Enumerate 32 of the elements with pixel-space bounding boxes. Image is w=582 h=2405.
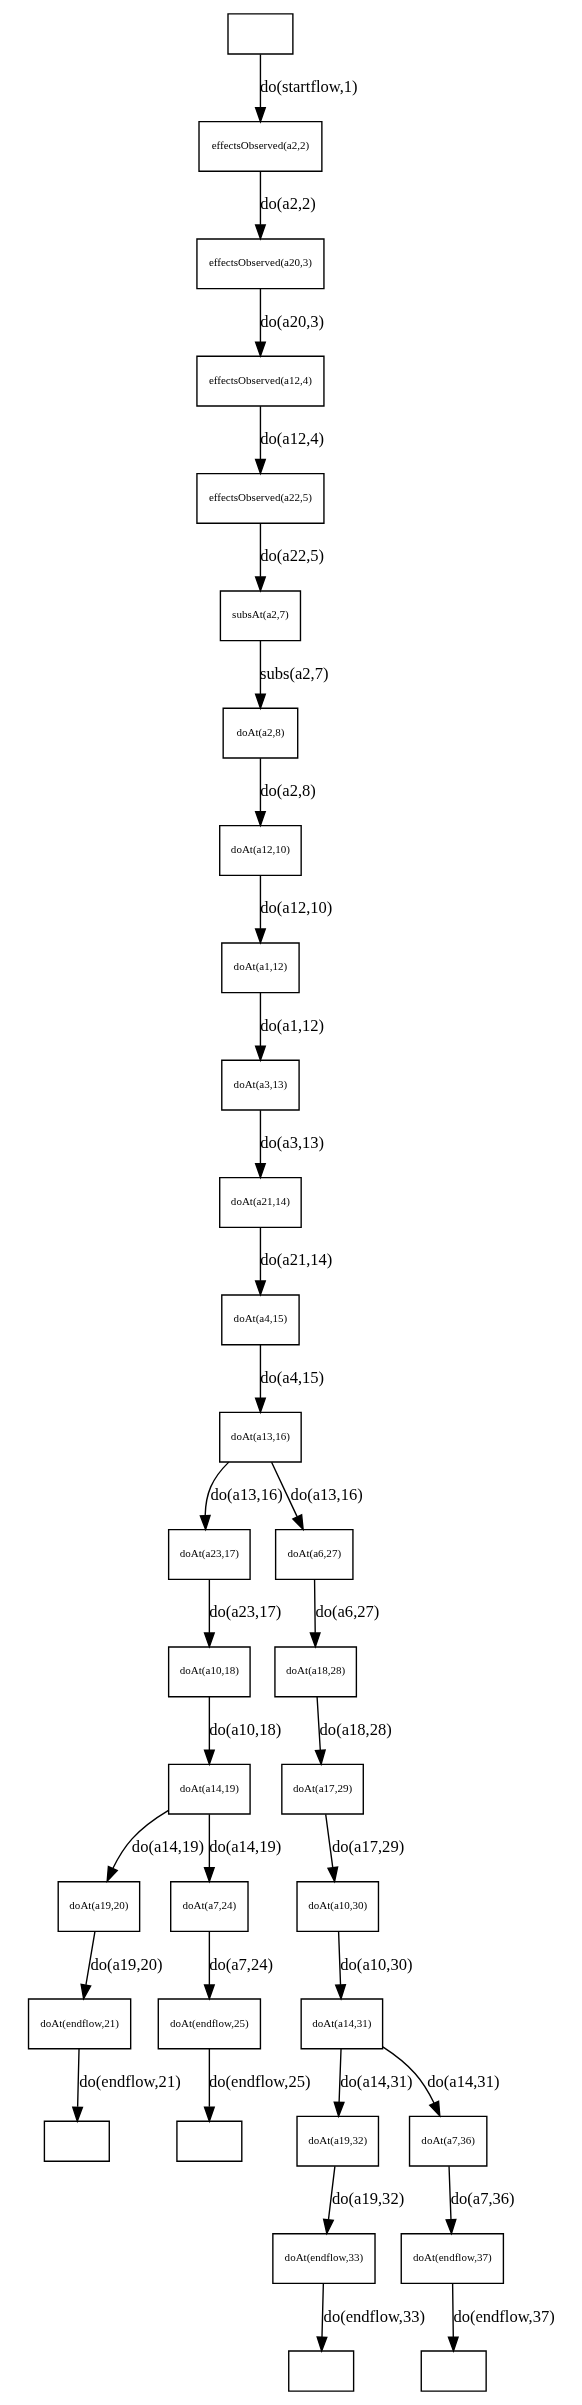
edge-label: do(a7,36) [450, 2189, 515, 2209]
edge-label: do(a13,16) [210, 1485, 283, 1505]
edge-label: do(a21,14) [259, 1250, 332, 1270]
edge-label: do(a23,17) [208, 1602, 281, 1622]
edge-label: do(a2,8) [259, 781, 316, 801]
edge-label: subs(a2,7) [259, 663, 328, 683]
edge-label: do(a14,19) [208, 1837, 281, 1857]
edge-label: do(a3,13) [259, 1133, 324, 1153]
edge-label: do(a17,29) [331, 1837, 404, 1857]
edge-label: do(a19,20) [89, 1954, 163, 1974]
edge-label: do(a4,15) [259, 1367, 324, 1387]
edge-label: do(a12,10) [259, 898, 332, 918]
edge-label: do(a13,16) [290, 1485, 363, 1505]
edge-label: do(a18,28) [319, 1719, 392, 1739]
edge-label: do(a10,18) [208, 1719, 281, 1739]
edge-label: do(a2,2) [259, 194, 316, 214]
edge-label: do(endflow,33) [323, 2306, 425, 2326]
edge-label: do(a14,31) [339, 2071, 412, 2091]
edge-label: do(endflow,37) [452, 2306, 555, 2326]
edge-label: do(a6,27) [314, 1602, 379, 1622]
edge-label: do(a7,24) [208, 1954, 273, 1974]
edge-label: do(a14,19) [131, 1837, 204, 1857]
edge-label: do(a10,30) [339, 1954, 412, 1974]
edge-label: do(a20,3) [259, 311, 324, 331]
edge-label: do(startflow,1) [259, 77, 358, 97]
edge-label: do(a1,12) [259, 1015, 324, 1035]
edge-label: do(endflow,21) [78, 2071, 181, 2091]
edge-label: do(a19,32) [331, 2189, 404, 2209]
edge-label: do(endflow,25) [208, 2071, 310, 2091]
edge-label: do(a14,31) [426, 2071, 499, 2091]
edge-label: do(a12,4) [259, 429, 324, 449]
edge-label: do(a22,5) [259, 546, 324, 566]
